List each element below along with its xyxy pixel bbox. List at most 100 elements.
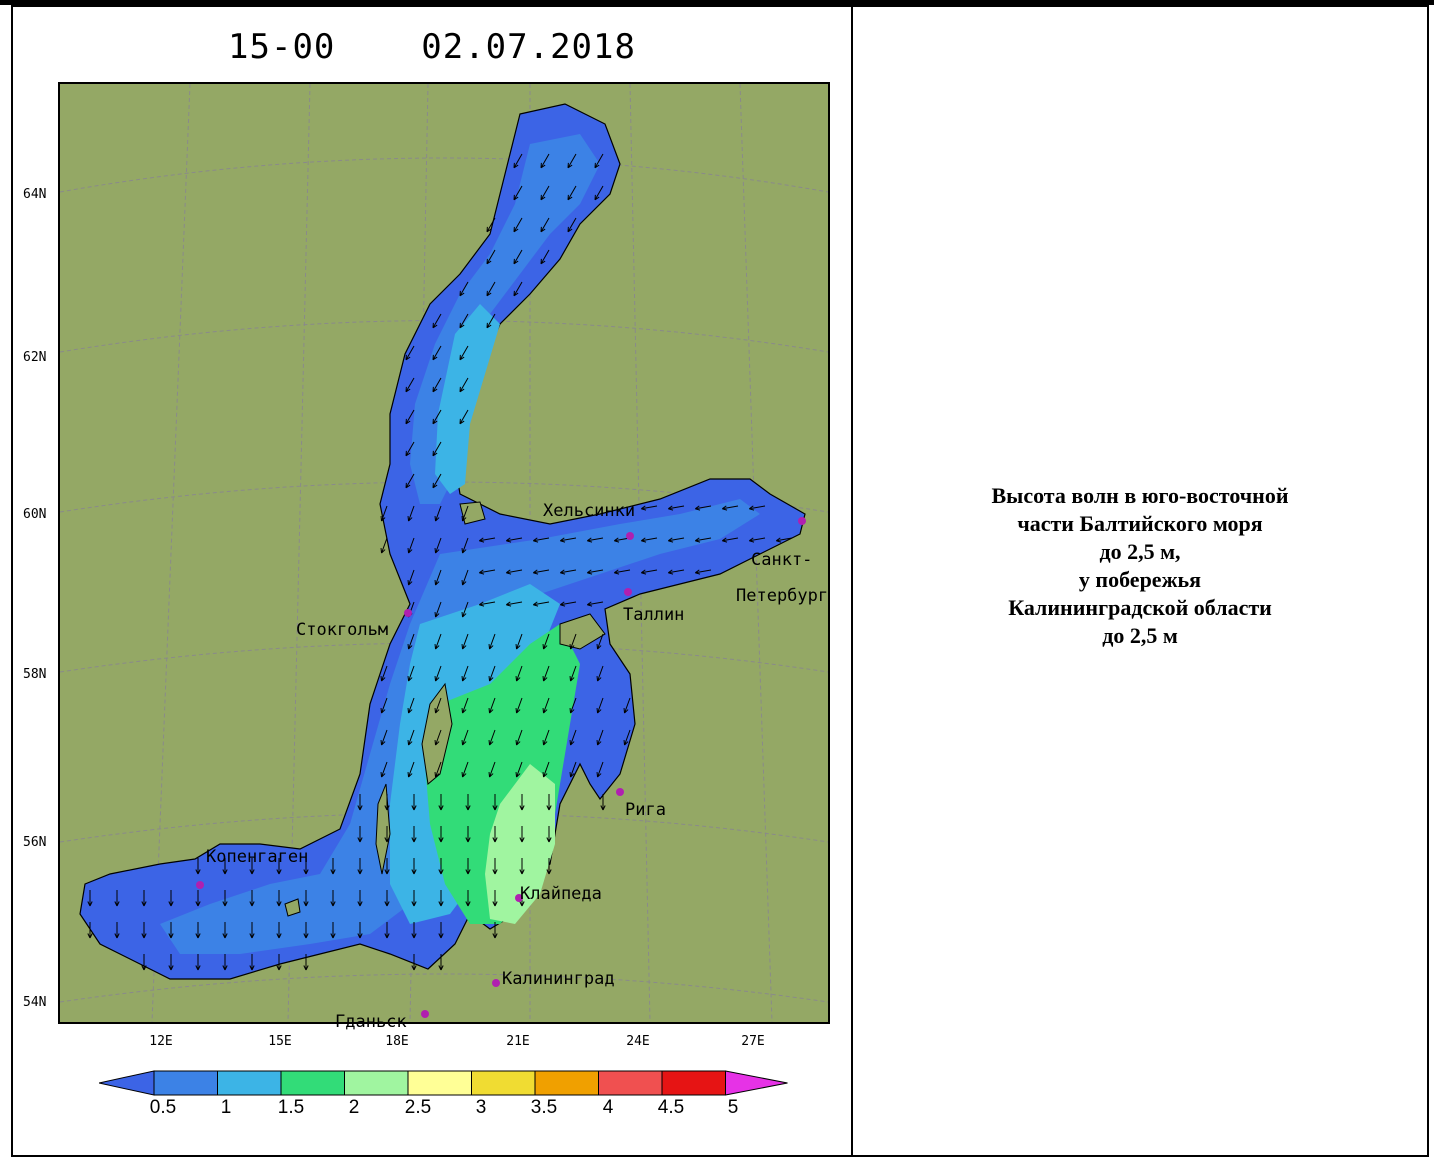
wave-arrow bbox=[407, 665, 415, 682]
wave-arrow bbox=[623, 697, 631, 714]
lat-label-60n: 60N bbox=[23, 507, 47, 522]
wave-arrow bbox=[694, 505, 712, 511]
wave-arrow bbox=[513, 249, 523, 265]
description-line-3: до 2,5 м, bbox=[1099, 539, 1181, 564]
lat-label-58n: 58N bbox=[23, 667, 47, 682]
legend-tick-4.5: 4.5 bbox=[657, 1097, 685, 1118]
wave-arrow bbox=[640, 569, 658, 575]
wave-arrow bbox=[357, 890, 363, 907]
wave-arrow bbox=[380, 761, 388, 778]
wave-arrow bbox=[540, 153, 550, 169]
wave-arrow bbox=[488, 761, 496, 778]
city-label-klaipeda: Клайпеда bbox=[520, 884, 602, 904]
wave-arrow bbox=[694, 537, 712, 543]
wave-arrow bbox=[461, 505, 469, 522]
wave-arrow bbox=[486, 313, 496, 329]
wave-arrow bbox=[434, 665, 442, 682]
wave-arrow bbox=[623, 729, 631, 746]
city-label-spb-2: Петербург bbox=[736, 586, 829, 606]
wave-arrow bbox=[461, 665, 469, 682]
city-dot-stockholm bbox=[404, 609, 412, 617]
wave-arrow bbox=[195, 858, 201, 875]
wave-arrow bbox=[434, 569, 442, 586]
wave-arrow bbox=[461, 601, 469, 618]
legend-tick-4: 4 bbox=[602, 1097, 614, 1118]
wave-arrow bbox=[195, 922, 201, 939]
legend-tick-1: 1 bbox=[220, 1097, 232, 1118]
legend-tick-3: 3 bbox=[475, 1097, 487, 1118]
wave-arrow bbox=[303, 922, 309, 939]
wave-arrow bbox=[492, 890, 498, 907]
wave-arrow bbox=[492, 826, 498, 843]
city-label-tallinn: Таллин bbox=[623, 605, 685, 625]
wave-arrow bbox=[567, 153, 577, 169]
wave-arrow bbox=[249, 954, 255, 971]
table-frame bbox=[11, 5, 1429, 1157]
wave-arrow bbox=[596, 633, 604, 650]
wave-arrow bbox=[384, 890, 390, 907]
wave-arrow bbox=[569, 633, 577, 650]
wave-arrow bbox=[546, 858, 552, 875]
wave-arrow bbox=[519, 858, 525, 875]
wave-arrow bbox=[168, 890, 174, 907]
wave-height-map bbox=[58, 82, 830, 1024]
wave-arrow bbox=[380, 665, 388, 682]
wave-arrow bbox=[546, 826, 552, 843]
description-line-6: до 2,5 м bbox=[1102, 623, 1178, 648]
baltic-sea-map bbox=[60, 84, 828, 1022]
lat-label-54n: 54N bbox=[23, 995, 47, 1010]
wave-arrow bbox=[384, 922, 390, 939]
wave-arrow bbox=[87, 922, 93, 939]
wave-arrow bbox=[486, 217, 496, 233]
wave-arrow bbox=[357, 858, 363, 875]
wave-arrow bbox=[405, 409, 415, 425]
wave-arrow bbox=[432, 313, 442, 329]
wave-arrow bbox=[505, 601, 523, 607]
wave-arrow bbox=[586, 601, 604, 607]
lat-label-56n: 56N bbox=[23, 835, 47, 850]
wave-arrow bbox=[488, 633, 496, 650]
wave-arrow bbox=[432, 473, 442, 489]
wave-arrow bbox=[515, 633, 523, 650]
legend-tick-3.5: 3.5 bbox=[530, 1097, 558, 1118]
wave-arrow bbox=[486, 281, 496, 297]
lon-label-18e: 18E bbox=[385, 1034, 409, 1049]
wave-arrow bbox=[141, 922, 147, 939]
wave-arrow bbox=[542, 761, 550, 778]
wave-arrow bbox=[532, 601, 550, 607]
wave-arrow bbox=[330, 858, 336, 875]
wave-arrow bbox=[478, 537, 496, 543]
wave-arrow bbox=[434, 697, 442, 714]
wave-arrow bbox=[249, 890, 255, 907]
wave-arrow bbox=[434, 761, 442, 778]
wave-arrow bbox=[694, 569, 712, 575]
wave-arrow bbox=[168, 954, 174, 971]
wave-arrow bbox=[432, 441, 442, 457]
wave-arrow bbox=[640, 537, 658, 543]
wave-arrow bbox=[438, 826, 444, 843]
wave-arrow bbox=[478, 569, 496, 575]
wave-arrow bbox=[459, 345, 469, 361]
legend-tick-5: 5 bbox=[727, 1097, 739, 1118]
wave-arrow bbox=[748, 537, 766, 543]
city-dot-tallinn bbox=[624, 588, 632, 596]
wave-arrow bbox=[600, 794, 606, 811]
wave-arrow bbox=[667, 569, 685, 575]
legend-segment-6 bbox=[471, 1070, 536, 1096]
wave-arrow bbox=[114, 890, 120, 907]
wave-arrow bbox=[141, 890, 147, 907]
wave-arrow bbox=[438, 794, 444, 811]
wave-arrow bbox=[357, 794, 363, 811]
wave-arrow bbox=[540, 217, 550, 233]
wave-arrow bbox=[775, 537, 793, 543]
sea-zone-1.5-2 bbox=[435, 304, 500, 494]
legend-left-tip bbox=[99, 1070, 155, 1096]
wave-arrow bbox=[380, 537, 388, 554]
wave-arrow bbox=[546, 794, 552, 811]
wave-arrow bbox=[569, 697, 577, 714]
wave-arrow bbox=[438, 858, 444, 875]
wave-arrow bbox=[667, 537, 685, 543]
wave-arrow bbox=[542, 665, 550, 682]
wave-arrow bbox=[380, 729, 388, 746]
wave-arrow bbox=[569, 761, 577, 778]
